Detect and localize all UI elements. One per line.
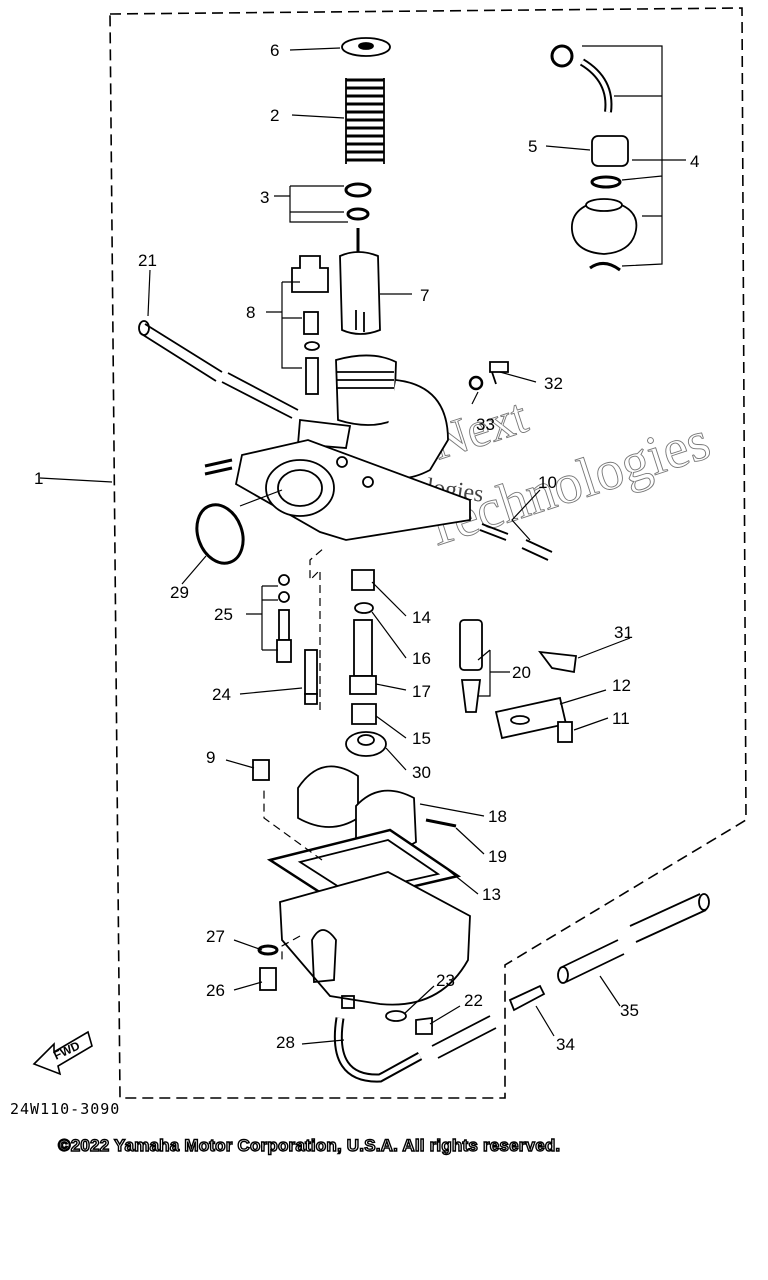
leader-lines	[39, 45, 686, 1045]
callout-22: 22	[464, 991, 483, 1010]
callout-23: 23	[436, 971, 455, 990]
callout-11: 11	[612, 709, 630, 728]
copyright-notice: ©2022 Yamaha Motor Corporation, U.S.A. A…	[57, 1135, 561, 1155]
part-screw-9	[252, 759, 270, 781]
part-washer-33	[468, 375, 484, 391]
part-plate-31	[538, 650, 578, 674]
part-clip-3	[344, 182, 372, 221]
callout-27: 27	[206, 927, 225, 946]
part-drain-screw-22	[415, 1016, 433, 1035]
callout-2: 2	[270, 106, 279, 125]
drawing-code: 24W110-3090	[10, 1100, 121, 1118]
part-washer-6	[341, 37, 391, 57]
fwd-arrow-icon: FWD	[32, 1030, 93, 1076]
callout-30: 30	[412, 763, 431, 782]
part-screw-26	[259, 967, 277, 991]
callout-labels: 1 2 3 4 5 6 7 8 9 10 11 12 13 14 15 16 1…	[34, 41, 699, 1054]
callout-24: 24	[212, 685, 231, 704]
callout-4: 4	[690, 152, 699, 171]
callout-7: 7	[420, 286, 429, 305]
part-plate-12	[494, 696, 568, 740]
callout-35: 35	[620, 1001, 639, 1020]
part-jet-24	[304, 649, 318, 705]
part-washer-27	[257, 944, 279, 956]
callout-19: 19	[488, 847, 507, 866]
part-nut-14	[351, 569, 375, 591]
callout-3: 3	[260, 188, 269, 207]
part-jet-25	[276, 574, 292, 663]
callout-21: 21	[138, 251, 157, 270]
part-hose-35	[557, 893, 710, 984]
part-hose-21	[138, 320, 299, 419]
callout-6: 6	[270, 41, 279, 60]
part-valve-seat-20	[459, 619, 483, 713]
part-float-bowl	[279, 871, 471, 1009]
callout-20: 20	[512, 663, 531, 682]
callout-32: 32	[544, 374, 563, 393]
part-screw-10	[479, 523, 553, 561]
part-o-ring-23	[385, 1010, 407, 1022]
parts	[138, 37, 710, 1083]
callout-29: 29	[170, 583, 189, 602]
callout-1: 1	[34, 469, 43, 488]
callout-10: 10	[538, 473, 557, 492]
part-joint-34	[508, 984, 546, 1012]
callout-13: 13	[482, 885, 501, 904]
callout-17: 17	[412, 682, 431, 701]
part-cable-fitting-4	[550, 44, 638, 272]
callout-15: 15	[412, 729, 431, 748]
part-main-jet-15	[351, 703, 377, 725]
callout-28: 28	[276, 1033, 295, 1052]
part-carb-body-1	[204, 354, 471, 541]
callout-18: 18	[488, 807, 507, 826]
part-screw-11	[557, 721, 573, 743]
callout-31: 31	[614, 623, 633, 642]
callout-16: 16	[412, 649, 431, 668]
callout-5: 5	[528, 137, 537, 156]
callout-34: 34	[556, 1035, 575, 1054]
part-washer-30	[345, 731, 387, 757]
part-pin-19	[425, 818, 457, 828]
callout-9: 9	[206, 748, 215, 767]
part-o-ring-29	[195, 503, 245, 565]
part-hose-28	[333, 1015, 497, 1083]
part-pilot-screw-8	[291, 255, 329, 395]
callout-12: 12	[612, 676, 631, 695]
part-needle-jet-17	[349, 619, 377, 695]
part-spring-2	[345, 78, 385, 164]
callout-14: 14	[412, 608, 431, 627]
callout-33: 33	[476, 415, 495, 434]
callout-26: 26	[206, 981, 225, 1000]
part-o-ring-16	[354, 602, 374, 614]
part-screw-32	[489, 361, 509, 385]
callout-8: 8	[246, 303, 255, 322]
part-throttle-valve-7	[339, 228, 381, 335]
assembly-boundary	[109, 7, 747, 1099]
callout-25: 25	[214, 605, 233, 624]
